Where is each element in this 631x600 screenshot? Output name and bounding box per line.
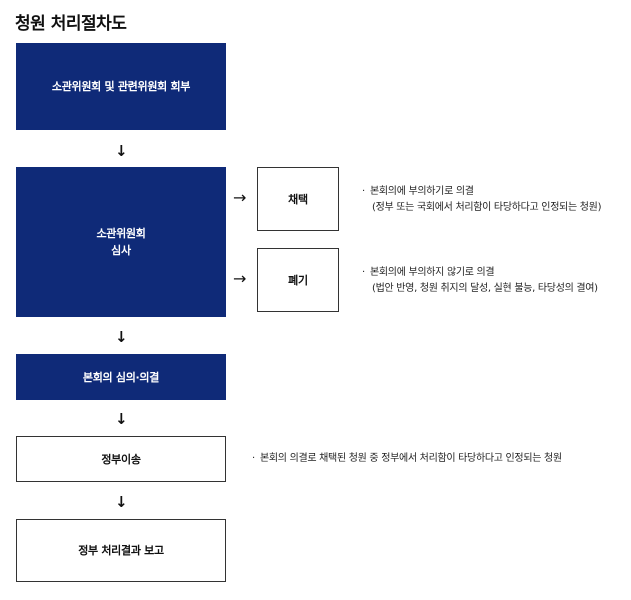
- page-title: 청원 처리절차도: [15, 14, 127, 34]
- step-plenary-label: 본회의 심의·의결: [82, 370, 160, 384]
- step-gov-report-label: 정부 처리결과 보고: [78, 544, 164, 557]
- step-committee-review-label-1: 소관위원회: [96, 227, 146, 240]
- step-plenary: 본회의 심의·의결: [16, 354, 226, 400]
- note-adopt-line-2: (정부 또는 국회에서 처리함이 타당하다고 인정되는 청원): [372, 202, 602, 213]
- step-committee-review-label-2: 심사: [111, 244, 131, 257]
- note-adopt: · 본회의에 부의하기로 의결 (정부 또는 국회에서 처리함이 타당하다고 인정…: [362, 184, 601, 216]
- note-discard-line-1: 본회의에 부의하지 않기로 의결: [370, 267, 495, 278]
- arrow-right-icon: →: [233, 269, 247, 288]
- note-discard: · 본회의에 부의하지 않기로 의결 (법안 반영, 청원 취지의 달성, 실현 …: [362, 265, 598, 297]
- outcome-adopt: 채택: [257, 167, 339, 231]
- note-adopt-line-1: 본회의에 부의하기로 의결: [370, 186, 474, 197]
- arrow-right-icon: →: [233, 188, 247, 207]
- bullet-icon: ·: [362, 267, 365, 278]
- outcome-discard: 폐기: [257, 248, 339, 312]
- note-transfer: · 본회의 의결로 채택된 청원 중 정부에서 처리함이 타당하다고 인정되는 청…: [252, 451, 562, 467]
- arrow-down-icon: ↓: [115, 328, 128, 346]
- bullet-icon: ·: [362, 186, 365, 197]
- step-gov-report: 정부 처리결과 보고: [16, 519, 226, 582]
- note-transfer-line-1: 본회의 의결로 채택된 청원 중 정부에서 처리함이 타당하다고 인정되는 청원: [260, 453, 562, 464]
- outcome-adopt-label: 채택: [288, 192, 308, 206]
- step-committee-referral-label: 소관위원회 및 관련위원회 회부: [51, 80, 191, 93]
- note-discard-line-2: (법안 반영, 청원 취지의 달성, 실현 불능, 타당성의 결여): [372, 283, 598, 294]
- arrow-down-icon: ↓: [115, 410, 128, 428]
- bullet-icon: ·: [252, 453, 255, 464]
- arrow-down-icon: ↓: [115, 493, 128, 511]
- arrow-down-icon: ↓: [115, 142, 128, 160]
- step-gov-transfer: 정부이송: [16, 436, 226, 482]
- step-committee-referral: 소관위원회 및 관련위원회 회부: [16, 43, 226, 130]
- step-committee-review: 소관위원회 심사: [16, 167, 226, 317]
- step-gov-transfer-label: 정부이송: [101, 452, 141, 466]
- outcome-discard-label: 폐기: [288, 273, 308, 287]
